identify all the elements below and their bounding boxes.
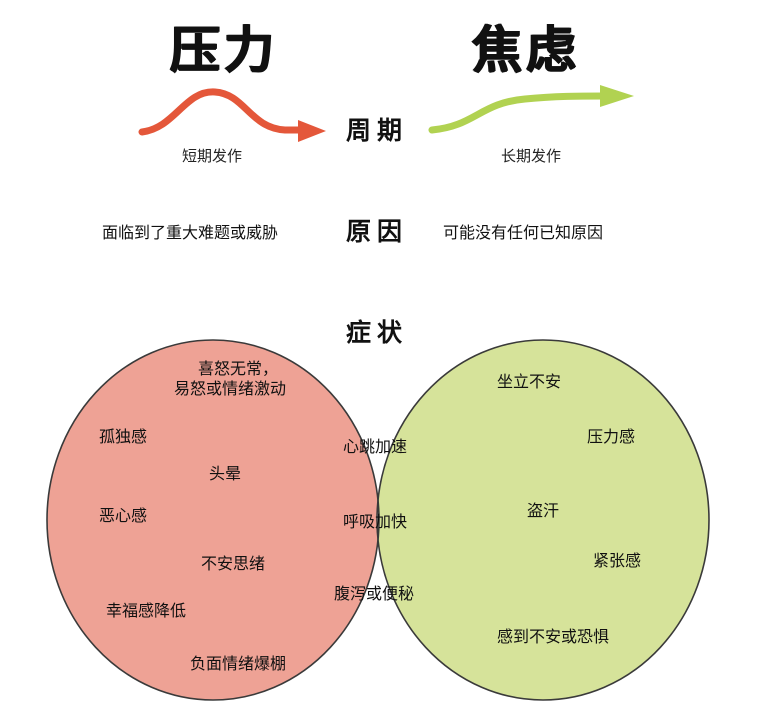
anxiety-symptom-pressure: 压力感 [587,427,636,446]
stress-symptom-restless-thoughts: 不安思绪 [201,554,266,573]
stress-symptom-negative-emotions: 负面情绪爆棚 [190,654,287,673]
long-term-label: 长期发作 [501,147,562,165]
anxiety-symptom-restless: 坐立不安 [497,372,562,391]
long-term-arrowhead-icon [600,85,634,107]
shared-symptom-digestion: 腹泻或便秘 [334,584,415,603]
stress-symptom-nausea: 恶心感 [99,506,148,525]
short-term-arrowhead-icon [298,120,326,142]
anxiety-circle [377,340,709,700]
anxiety-symptom-tension: 紧张感 [593,551,642,570]
period-label: 周期 [346,116,409,145]
stress-cause: 面临到了重大难题或威胁 [102,223,279,242]
anxiety-symptom-sweating: 盗汗 [527,501,560,520]
stress-symptom-irritable: 易怒或情绪激动 [174,379,287,398]
symptoms-label: 症状 [346,318,409,347]
stress-circle [47,340,379,700]
shared-symptom-breathing: 呼吸加快 [343,512,408,531]
stress-symptom-less-happy: 幸福感降低 [106,601,187,620]
stress-symptom-lonely: 孤独感 [99,427,148,446]
anxiety-title: 焦虑 [472,21,580,79]
short-term-label: 短期发作 [182,147,243,165]
stress-title: 压力 [170,21,278,79]
short-term-arrow-icon [138,88,304,136]
anxiety-symptom-fear: 感到不安或恐惧 [497,627,610,646]
stress-symptom-dizzy: 头晕 [209,464,242,483]
cause-label: 原因 [346,217,409,246]
stress-symptom-moody: 喜怒无常， [198,359,279,378]
shared-symptom-heart-rate: 心跳加速 [343,437,408,456]
anxiety-cause: 可能没有任何已知原因 [443,223,604,242]
long-term-arrow-icon [428,92,609,134]
